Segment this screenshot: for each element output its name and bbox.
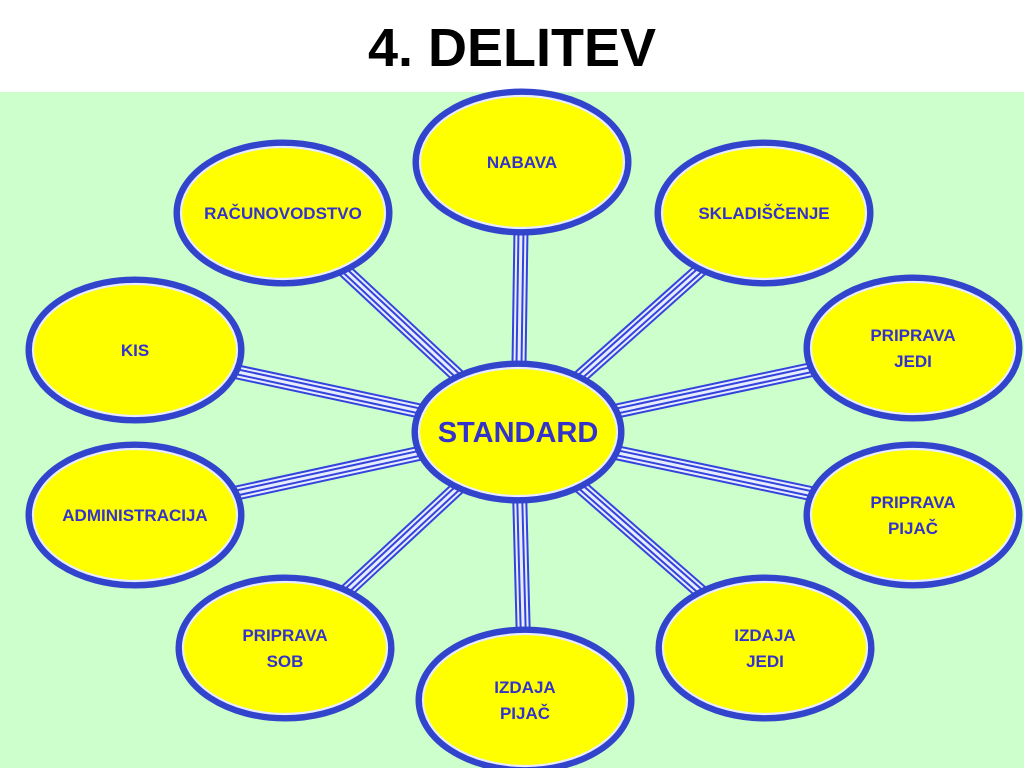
- node-label: PRIPRAVA: [870, 326, 955, 345]
- node-izdaja-jedi: IZDAJA JEDI: [655, 574, 875, 722]
- node-label: JEDI: [746, 652, 784, 671]
- node-label: IZDAJA: [734, 626, 795, 645]
- node-label: KIS: [121, 341, 149, 360]
- node-skladiščenje: SKLADIŠČENJE: [654, 139, 874, 287]
- node-label: PIJAČ: [888, 519, 938, 538]
- node-izdaja-pijač: IZDAJA PIJAČ: [415, 626, 635, 768]
- node-label: JEDI: [894, 352, 932, 371]
- node-računovodstvo: RAČUNOVODSTVO: [173, 139, 393, 287]
- node-label: SOB: [267, 652, 304, 671]
- node-label: IZDAJA: [494, 678, 555, 697]
- node-label: SKLADIŠČENJE: [698, 204, 829, 223]
- node-label: PRIPRAVA: [242, 626, 327, 645]
- center-node-standard: STANDARD: [411, 360, 625, 504]
- slide-title: 4. DELITEV: [367, 18, 657, 78]
- node-label: STANDARD: [438, 417, 599, 449]
- node-label: RAČUNOVODSTVO: [204, 204, 362, 223]
- node-label: PRIPRAVA: [870, 493, 955, 512]
- node-priprava-sob: PRIPRAVA SOB: [175, 574, 395, 722]
- node-priprava-pijač: PRIPRAVA PIJAČ: [803, 441, 1023, 589]
- node-priprava-jedi: PRIPRAVA JEDI: [803, 274, 1023, 422]
- node-label: PIJAČ: [500, 704, 550, 723]
- node-administracija: ADMINISTRACIJA: [25, 441, 245, 589]
- node-label: NABAVA: [487, 153, 557, 172]
- node-kis: KIS: [25, 276, 245, 424]
- node-label: ADMINISTRACIJA: [62, 506, 207, 525]
- node-nabava: NABAVA: [412, 88, 632, 236]
